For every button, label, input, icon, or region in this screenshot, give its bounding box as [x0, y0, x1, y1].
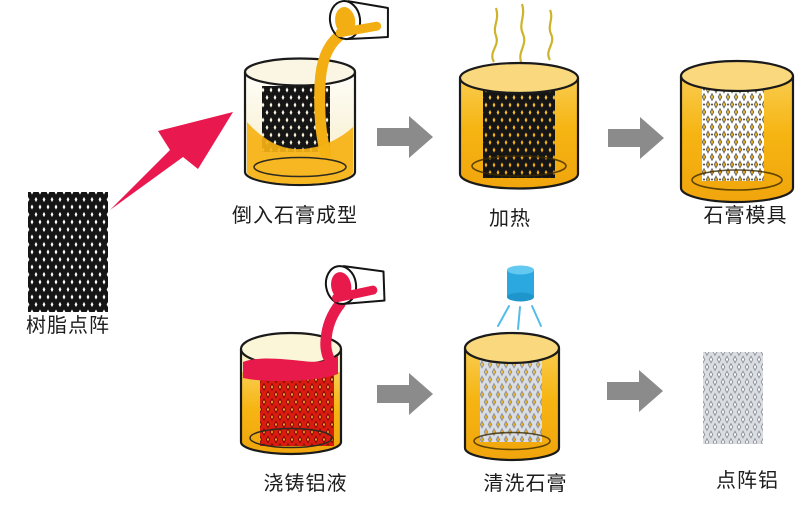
beaker-heat [450, 0, 590, 195]
resin-lattice-figure [28, 192, 108, 312]
white-lattice-figure [702, 87, 764, 181]
label-aluminum-lattice: 点阵铝 [716, 470, 779, 492]
silver-lattice-figure [480, 356, 542, 442]
label-plaster-mold: 石膏模具 [703, 205, 788, 227]
aluminum-lattice-figure [703, 352, 763, 444]
black-lattice-figure [483, 88, 555, 178]
red-pour-stream [320, 298, 346, 370]
red-lattice-figure [260, 370, 334, 446]
label-pour-plaster: 倒入石膏成型 [232, 205, 358, 227]
beaker-rim [679, 59, 795, 93]
label-resin-lattice: 树脂点阵 [26, 315, 110, 337]
molten-aluminum-layer [243, 356, 338, 382]
pour-cup-icon [324, 265, 386, 306]
beaker-plaster-mold [668, 52, 800, 204]
beaker-rim [458, 61, 580, 95]
gray-flow-arrow-icon [377, 116, 433, 158]
yellow-pour-stream [314, 30, 345, 160]
red-flow-arrow-icon [98, 105, 238, 217]
label-heat: 加热 [489, 208, 531, 230]
beaker-cast-aluminum [228, 252, 403, 467]
plaster-pool [247, 122, 353, 184]
pour-cup-icon [328, 0, 389, 41]
gray-flow-arrow-icon [608, 117, 664, 159]
spray-nozzle-icon [497, 265, 542, 330]
gray-flow-arrow-icon [607, 370, 663, 412]
label-cast-aluminum: 浇铸铝液 [263, 473, 348, 495]
label-wash-plaster: 清洗石膏 [483, 473, 568, 495]
beaker-wash-plaster [450, 252, 590, 467]
beaker-pour-plaster [235, 0, 400, 195]
heat-wave-icon [491, 3, 554, 65]
beaker-rim [463, 331, 561, 365]
gray-flow-arrow-icon [377, 373, 433, 415]
